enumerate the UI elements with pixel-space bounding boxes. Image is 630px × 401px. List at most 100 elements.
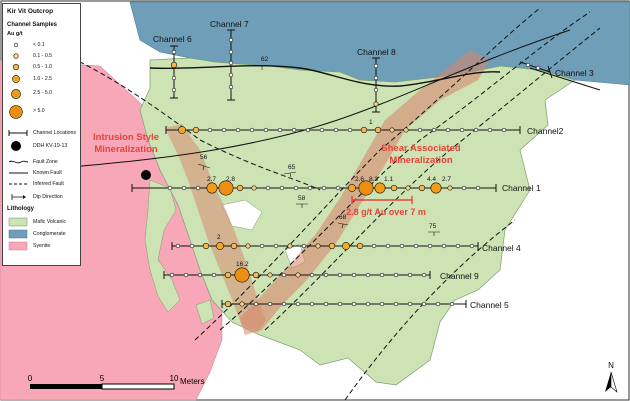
sample-point — [216, 242, 224, 250]
sample-point — [427, 243, 433, 249]
sample-point — [413, 243, 419, 249]
sample-point — [459, 127, 465, 133]
sample-point — [319, 127, 325, 133]
legend-title: Kir Vit Outcrop — [7, 8, 54, 15]
sample-point — [251, 185, 257, 191]
north-label: N — [608, 361, 614, 370]
sample-point — [390, 184, 398, 192]
legend-samples-unit: Au g/t — [7, 31, 23, 37]
legend-grade-row: 0.1 - 0.5 — [3, 50, 82, 62]
channel-label: Channel 6 — [153, 34, 192, 44]
sample-point — [351, 272, 357, 278]
sample-point — [218, 180, 234, 196]
legend-grade-row: 1.0 - 2.5 — [3, 73, 82, 85]
sample-point — [421, 301, 427, 307]
sample-point — [291, 127, 297, 133]
mafic-patch — [195, 299, 215, 325]
sample-point — [337, 301, 343, 307]
sample-point — [230, 242, 238, 250]
sample-point — [228, 72, 234, 78]
sample-point — [347, 127, 353, 133]
inferred-fault-line — [344, 219, 516, 401]
channel-3-line — [519, 61, 551, 73]
sample-point — [431, 127, 437, 133]
legend-grade-row: 2.5 - 5.0 — [3, 87, 82, 99]
sample-point — [407, 272, 413, 278]
dip-symbol — [337, 222, 349, 229]
sample-point — [323, 272, 329, 278]
channel-label: Channel 9 — [440, 271, 479, 281]
sample-point — [169, 272, 175, 278]
legend-fault-zone-label: Fault Zone — [33, 159, 58, 165]
sample-point — [447, 185, 453, 191]
sample-point — [358, 180, 374, 196]
sample-point — [399, 243, 405, 249]
legend-grade-row: < 0.1 — [3, 39, 82, 51]
sample-point — [253, 301, 259, 307]
sample-point — [265, 185, 271, 191]
sample-point — [234, 267, 250, 283]
mineralization-annotations: Intrusion Style Mineralization Shear Ass… — [93, 132, 461, 217]
legend-grade-label: 1.0 - 2.5 — [33, 76, 53, 82]
dip-value: 75 — [429, 223, 437, 230]
sample-point — [249, 127, 255, 133]
sample-point — [475, 185, 481, 191]
shear-label: Shear Associated — [381, 143, 461, 154]
legend-grade-label: < 0.1 — [33, 42, 45, 48]
sample-point — [374, 126, 382, 134]
sample-point — [461, 185, 467, 191]
legend-lithology-row: Syenite — [3, 240, 82, 252]
legend-lithology-row: Mafic Volcanic — [3, 216, 82, 228]
north-arrow: N — [605, 361, 618, 393]
sample-point — [239, 301, 245, 307]
sample-point — [175, 243, 181, 249]
legend-grade-label: > 5.0 — [33, 108, 45, 114]
fault-lines — [19, 7, 601, 401]
dip-directions: 62 56 65 58 68 75 — [197, 56, 440, 236]
north-arrow-icon — [605, 372, 611, 392]
channel-3-end-tick — [547, 65, 553, 79]
channel-label: Channel2 — [527, 126, 564, 136]
sample-point — [211, 272, 217, 278]
inferred-fault-line — [194, 7, 541, 341]
scale-bar: 0 5 10 Meters — [28, 374, 204, 390]
grade-label: 2 — [217, 234, 221, 241]
sample-point — [273, 243, 279, 249]
sample-point — [445, 127, 451, 133]
sample-point — [309, 272, 315, 278]
sample-point — [206, 182, 218, 194]
sample-point — [421, 272, 427, 278]
legend-channel-row: Channel Locations — [3, 127, 82, 139]
channel-lines — [131, 29, 553, 308]
sample-point — [309, 301, 315, 307]
legend-grade-label: 0.5 - 1.0 — [33, 64, 53, 70]
sample-point — [224, 271, 232, 279]
grade-labels: 2.7 2.8 2.6 8.3 1.1 4.4 2.7 1 16.2 2 — [207, 119, 451, 268]
dip-value: 58 — [298, 195, 306, 202]
sample-point — [535, 65, 541, 71]
sample-point — [374, 182, 386, 194]
sample-point — [335, 185, 341, 191]
legend-lithology-heading: Lithology — [7, 206, 34, 212]
legend-fault-zone-row: Fault Zone — [3, 156, 82, 168]
grade-label: 4.4 — [427, 176, 436, 183]
sample-point — [259, 243, 265, 249]
sample-point — [323, 301, 329, 307]
sample-point — [228, 60, 234, 66]
sample-point — [267, 301, 273, 307]
sample-point — [365, 301, 371, 307]
sample-point — [373, 63, 379, 69]
sample-point — [315, 243, 321, 249]
fault-zone-line — [59, 29, 571, 169]
channel-label: Channel 1 — [502, 183, 541, 193]
north-arrow-icon — [610, 371, 618, 393]
sample-point — [487, 127, 493, 133]
sample-point — [373, 75, 379, 81]
scale-unit: Meters — [180, 377, 204, 386]
known-fault-line — [149, 65, 501, 87]
intrusion-label: Intrusion Style — [93, 132, 159, 143]
sample-point — [385, 243, 391, 249]
intercept-label: 2.8 g/t Au over 7 m — [346, 207, 426, 217]
sample-point — [301, 243, 307, 249]
